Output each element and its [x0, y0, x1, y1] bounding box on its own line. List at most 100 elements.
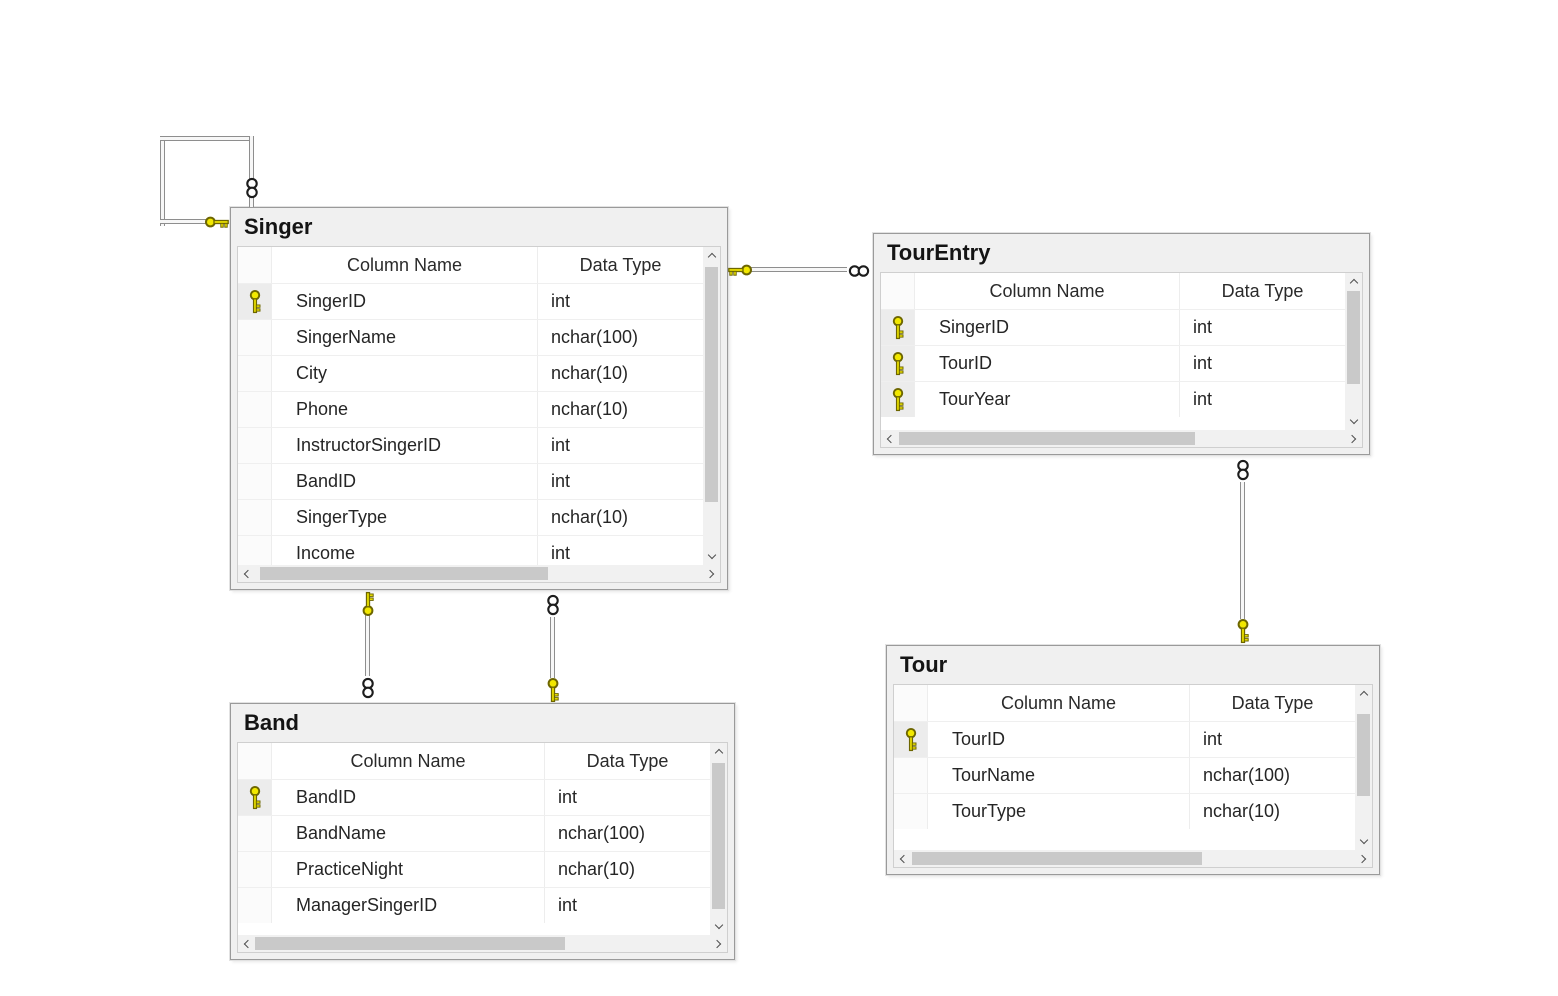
scroll-down-button[interactable]: [1355, 833, 1372, 850]
data-type-cell: int: [1193, 353, 1213, 373]
column-name-cell: BandID: [272, 780, 545, 815]
scroll-left-button[interactable]: [238, 935, 255, 952]
table-row[interactable]: InstructorSingerID int: [238, 427, 703, 463]
scroll-down-button[interactable]: [703, 548, 720, 565]
data-type-cell: int: [551, 291, 571, 311]
horizontal-scrollbar[interactable]: [238, 565, 720, 582]
table-row[interactable]: TourType nchar(10): [894, 793, 1355, 829]
data-type-cell: nchar(10): [558, 859, 636, 879]
data-type-cell: nchar(10): [551, 399, 629, 419]
table-tourentry-grid: Column Name Data Type SingerID int TourI…: [880, 272, 1363, 448]
column-name-header: Column Name: [272, 743, 545, 779]
column-name-cell: SingerType: [272, 500, 538, 535]
infinity-icon: [1236, 457, 1250, 483]
data-type-cell: int: [551, 435, 571, 455]
infinity-icon: [546, 592, 560, 618]
scroll-right-button[interactable]: [1355, 850, 1372, 867]
table-band-grid: Column Name Data Type BandID int BandNam…: [237, 742, 728, 953]
row-selector: [238, 428, 272, 463]
infinity-icon: [361, 675, 375, 701]
scroll-left-button[interactable]: [238, 565, 255, 582]
row-selector: [238, 284, 272, 319]
table-row[interactable]: Phone nchar(10): [238, 391, 703, 427]
table-singer[interactable]: Singer Column Name Data Type SingerID in…: [230, 207, 728, 590]
table-row[interactable]: SingerID int: [881, 309, 1345, 345]
vertical-scrollbar-thumb[interactable]: [1357, 714, 1370, 796]
vertical-scrollbar-thumb[interactable]: [705, 267, 718, 502]
table-row[interactable]: Income int: [238, 535, 703, 565]
row-selector: [238, 536, 272, 565]
chevron-right-icon: [705, 569, 715, 578]
data-type-cell: nchar(100): [558, 823, 646, 843]
table-row[interactable]: TourID int: [881, 345, 1345, 381]
row-selector-header: [894, 685, 928, 721]
horizontal-scrollbar[interactable]: [894, 850, 1372, 867]
table-row[interactable]: SingerID int: [238, 283, 703, 319]
scroll-up-button[interactable]: [1355, 685, 1372, 702]
column-name-header: Column Name: [915, 273, 1180, 309]
scroll-up-button[interactable]: [710, 743, 727, 760]
horizontal-scrollbar-thumb[interactable]: [912, 852, 1202, 865]
row-selector: [238, 888, 272, 923]
table-row[interactable]: BandID int: [238, 779, 710, 815]
horizontal-scrollbar[interactable]: [238, 935, 727, 952]
data-type-cell: nchar(100): [551, 327, 639, 347]
row-selector: [238, 464, 272, 499]
key-icon: [204, 215, 230, 229]
vertical-scrollbar[interactable]: [710, 743, 727, 935]
vertical-scrollbar[interactable]: [1345, 273, 1362, 430]
row-selector: [894, 794, 928, 829]
table-row[interactable]: BandID int: [238, 463, 703, 499]
vertical-scrollbar[interactable]: [703, 247, 720, 565]
horizontal-scrollbar-thumb[interactable]: [899, 432, 1195, 445]
table-row[interactable]: TourName nchar(100): [894, 757, 1355, 793]
scroll-left-button[interactable]: [881, 430, 898, 447]
chevron-right-icon: [1357, 854, 1367, 863]
chevron-right-icon: [712, 939, 722, 948]
table-row[interactable]: SingerName nchar(100): [238, 319, 703, 355]
table-row[interactable]: BandName nchar(100): [238, 815, 710, 851]
scroll-right-button[interactable]: [710, 935, 727, 952]
scroll-right-button[interactable]: [703, 565, 720, 582]
row-selector: [238, 320, 272, 355]
row-selector: [238, 356, 272, 391]
table-row[interactable]: SingerType nchar(10): [238, 499, 703, 535]
table-row[interactable]: City nchar(10): [238, 355, 703, 391]
data-type-cell: nchar(10): [551, 507, 629, 527]
scroll-up-button[interactable]: [1345, 273, 1362, 290]
table-tour[interactable]: Tour Column Name Data Type TourID int To…: [886, 645, 1380, 875]
chevron-down-icon: [1359, 835, 1368, 845]
table-tourentry[interactable]: TourEntry Column Name Data Type SingerID…: [873, 233, 1370, 455]
scroll-up-button[interactable]: [703, 247, 720, 264]
grid-header: Column Name Data Type: [881, 273, 1345, 309]
row-selector-header: [238, 247, 272, 283]
data-type-header: Data Type: [579, 254, 662, 275]
table-band[interactable]: Band Column Name Data Type BandID int Ba…: [230, 703, 735, 960]
table-row[interactable]: ManagerSingerID int: [238, 887, 710, 923]
table-row[interactable]: TourID int: [894, 721, 1355, 757]
table-row[interactable]: PracticeNight nchar(10): [238, 851, 710, 887]
scroll-right-button[interactable]: [1345, 430, 1362, 447]
scroll-left-button[interactable]: [894, 850, 911, 867]
horizontal-scrollbar[interactable]: [881, 430, 1362, 447]
scroll-down-button[interactable]: [1345, 413, 1362, 430]
table-band-title: Band: [244, 710, 299, 735]
scroll-down-button[interactable]: [710, 918, 727, 935]
vertical-scrollbar-thumb[interactable]: [1347, 291, 1360, 384]
grid-header: Column Name Data Type: [238, 247, 703, 283]
data-type-cell: nchar(10): [1203, 801, 1281, 821]
infinity-icon: [846, 264, 872, 278]
data-type-header: Data Type: [1231, 692, 1314, 713]
chevron-up-icon: [714, 748, 723, 758]
key-icon: [361, 591, 375, 617]
table-row[interactable]: TourYear int: [881, 381, 1345, 417]
horizontal-scrollbar-thumb[interactable]: [260, 567, 548, 580]
chevron-left-icon: [243, 569, 253, 578]
vertical-scrollbar[interactable]: [1355, 685, 1372, 850]
chevron-down-icon: [707, 550, 716, 560]
column-name-header: Column Name: [272, 247, 538, 283]
horizontal-scrollbar-thumb[interactable]: [255, 937, 565, 950]
row-selector-header: [238, 743, 272, 779]
chevron-up-icon: [707, 252, 716, 262]
vertical-scrollbar-thumb[interactable]: [712, 763, 725, 909]
